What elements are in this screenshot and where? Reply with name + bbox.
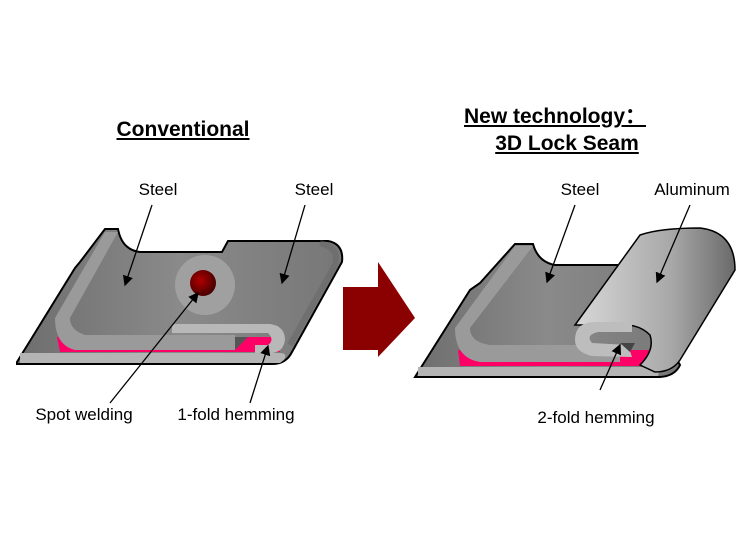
aluminum-roll	[573, 227, 736, 373]
lock-seam-joint-illustration	[413, 227, 736, 378]
steel-wall	[455, 246, 620, 362]
leader-steel-1	[122, 204, 153, 287]
conventional-joint-illustration	[16, 228, 344, 365]
leader-aluminum	[655, 204, 691, 284]
hem-fold	[172, 324, 285, 354]
label-steel-left-2: Steel	[294, 180, 334, 199]
leader-lines	[109, 204, 691, 404]
spot-weld	[190, 270, 216, 296]
label-steel-right: Steel	[560, 180, 600, 199]
label-2-fold-hemming: 2-fold hemming	[537, 408, 655, 427]
label-steel-left-1: Steel	[138, 180, 178, 199]
leader-2-fold	[599, 343, 622, 391]
plate-edge	[20, 353, 286, 363]
label-spot-welding: Spot welding	[35, 405, 133, 424]
transition-arrow	[343, 262, 415, 357]
new-technology-title: New technology：	[463, 105, 647, 128]
label-aluminum: Aluminum	[654, 180, 730, 199]
steel-wall	[55, 232, 235, 350]
label-1-fold-hemming: 1-fold hemming	[177, 405, 295, 424]
leader-1-fold	[249, 344, 271, 404]
leader-steel-right	[545, 204, 576, 284]
leader-spot-welding	[109, 291, 199, 404]
leader-steel-2	[279, 204, 306, 285]
conventional-title: Conventional	[116, 118, 250, 141]
lock-seam-title: 3D Lock Seam	[495, 132, 639, 155]
